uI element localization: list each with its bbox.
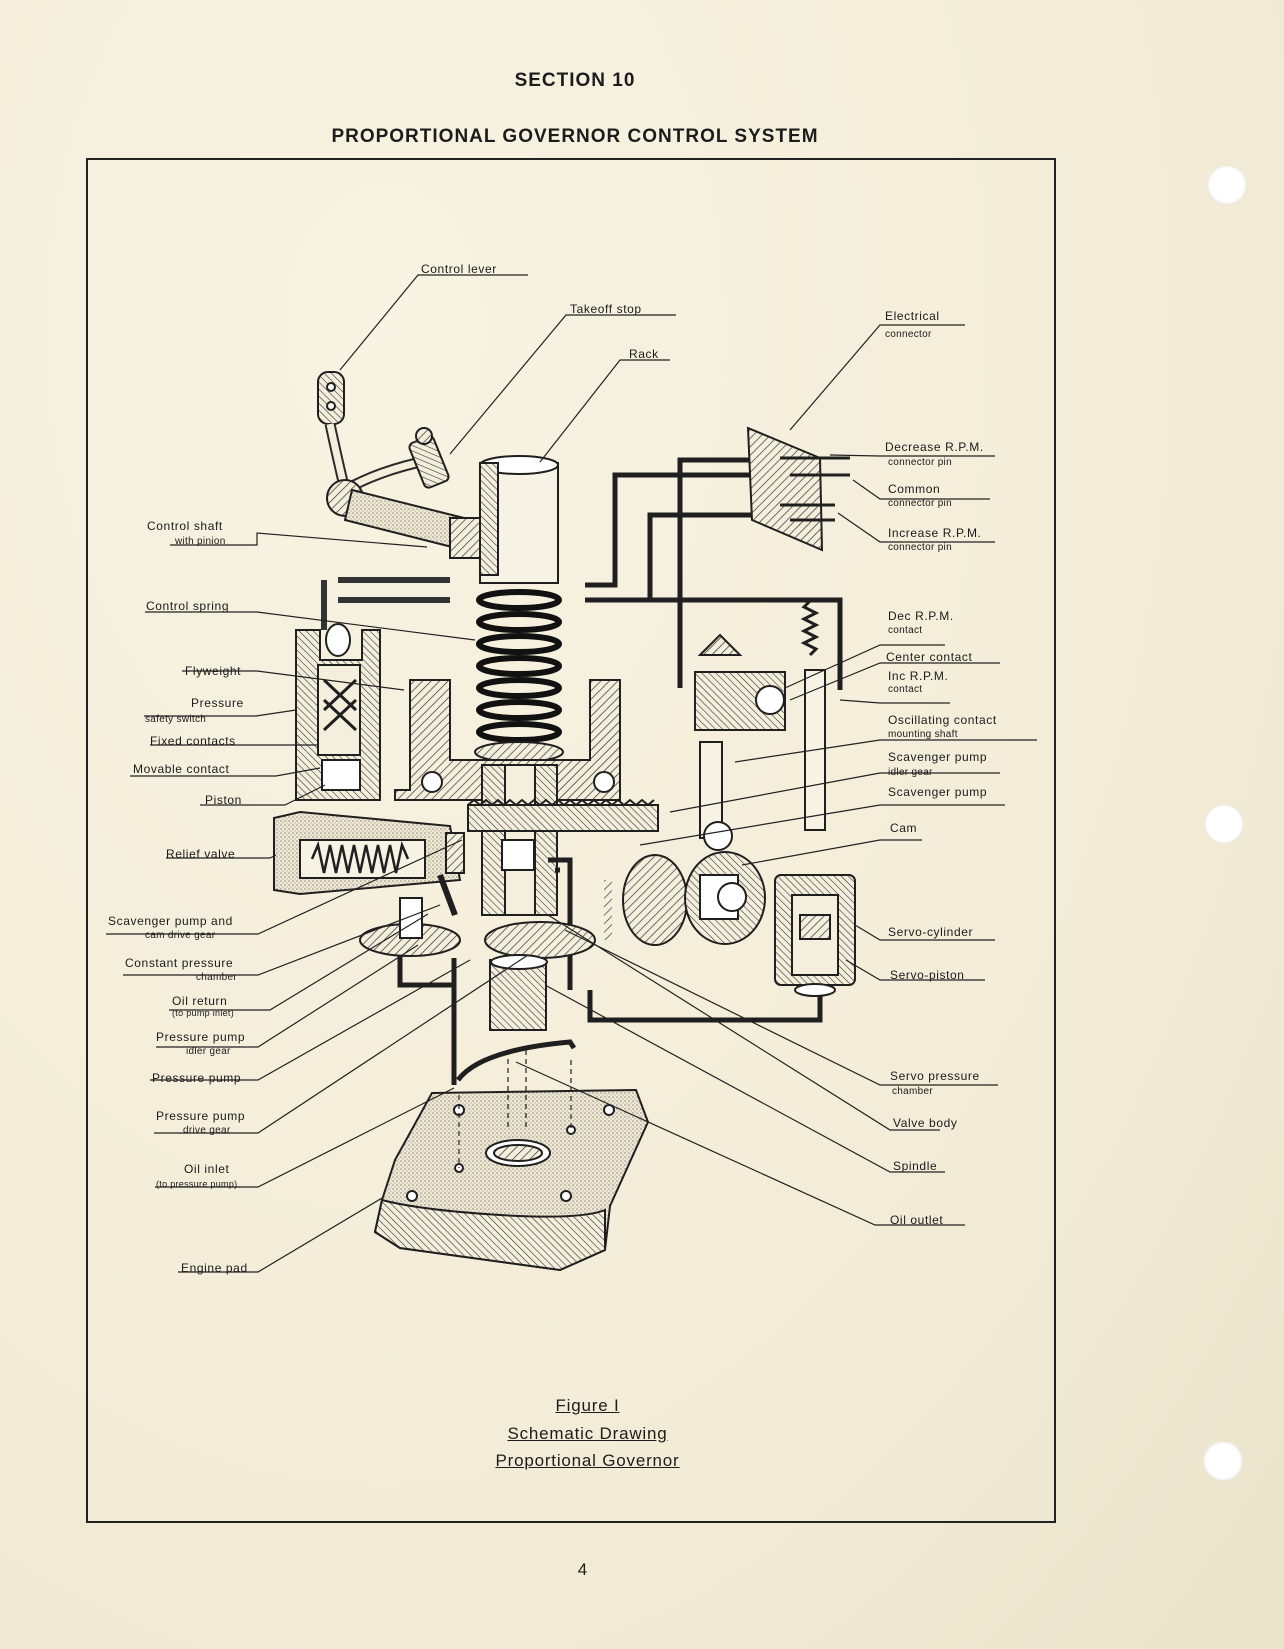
- label-fixed-contacts: Fixed contacts: [150, 734, 236, 748]
- pressure-safety-switch-part: [295, 577, 450, 801]
- scavenger-idler-gear-part: [467, 798, 659, 832]
- label-electrical-connector-2: connector: [885, 329, 932, 340]
- label-constant-pressure-1: Constant pressure: [125, 956, 233, 970]
- figure-frame: [86, 158, 1056, 1523]
- punch-hole-top: [1207, 165, 1247, 205]
- label-oscillating-2: mounting shaft: [888, 729, 958, 740]
- control-lever-part: [317, 371, 432, 517]
- label-pressure-safety-2: safety switch: [145, 714, 206, 725]
- label-servo-piston: Servo-piston: [890, 968, 965, 982]
- label-scav-idler-1: Scavenger pump: [888, 750, 987, 764]
- label-common-2: connector pin: [888, 498, 952, 509]
- label-decrease-rpm-1: Decrease R.P.M.: [885, 440, 984, 454]
- punch-hole-middle: [1204, 804, 1244, 844]
- label-control-shaft-2: with pinion: [174, 536, 226, 547]
- label-scavenger-pump: Scavenger pump: [888, 785, 987, 799]
- label-pressure-drive-2: drive gear: [183, 1125, 231, 1136]
- label-inc-rpm-contact-2: contact: [888, 684, 922, 695]
- pressure-pump-gears-part: [359, 897, 596, 1031]
- label-rack: Rack: [629, 347, 659, 361]
- label-oil-outlet: Oil outlet: [890, 1213, 943, 1227]
- oil-pipes: [397, 457, 843, 1085]
- label-inc-rpm-contact-1: Inc R.P.M.: [888, 669, 948, 683]
- label-common-1: Common: [888, 482, 940, 496]
- label-center-contact: Center contact: [886, 650, 973, 664]
- oscillating-contact-part: [694, 633, 786, 851]
- label-spindle: Spindle: [893, 1159, 937, 1173]
- label-pressure-safety-1: Pressure: [191, 696, 244, 710]
- label-increase-rpm-1: Increase R.P.M.: [888, 526, 981, 540]
- callout-labels: Control lever Takeoff stop Rack Electric…: [108, 262, 997, 1275]
- label-pressure-drive-1: Pressure pump: [156, 1109, 245, 1123]
- label-pressure-pump: Pressure pump: [152, 1071, 241, 1085]
- label-scav-idler-2: idler gear: [888, 767, 933, 778]
- control-shaft-part: [343, 488, 496, 559]
- label-piston: Piston: [205, 793, 242, 807]
- label-increase-rpm-2: connector pin: [888, 542, 952, 553]
- label-electrical-connector-1: Electrical: [885, 309, 940, 323]
- rack-tube-part: [479, 455, 559, 584]
- takeoff-stop-part: [408, 427, 450, 489]
- label-servo-pressure-2: chamber: [892, 1086, 933, 1097]
- label-constant-pressure-2: chamber: [196, 972, 237, 983]
- label-oil-return-1: Oil return: [172, 994, 227, 1008]
- label-servo-cylinder: Servo-cylinder: [888, 925, 973, 939]
- label-pressure-idler-2: idler gear: [186, 1046, 231, 1057]
- figure-caption-line-1: Schematic Drawing: [507, 1424, 668, 1443]
- mechanism: [273, 371, 856, 1272]
- label-relief-valve: Relief valve: [166, 847, 235, 861]
- label-pressure-idler-1: Pressure pump: [156, 1030, 245, 1044]
- electrical-connector-part: [746, 426, 850, 552]
- label-scavenger-cam-2: cam drive gear: [145, 930, 216, 941]
- document-title: PROPORTIONAL GOVERNOR CONTROL SYSTEM: [331, 126, 819, 147]
- flyweight-housing-part: [394, 679, 621, 801]
- label-flyweight: Flyweight: [185, 664, 241, 678]
- figure-caption-number: Figure I: [555, 1396, 620, 1415]
- label-movable-contact: Movable contact: [133, 762, 229, 776]
- control-spring-part: [476, 589, 562, 743]
- label-decrease-rpm-2: connector pin: [888, 457, 952, 468]
- label-scavenger-cam-1: Scavenger pump and: [108, 914, 233, 928]
- label-cam: Cam: [890, 821, 917, 835]
- label-control-shaft-1: Control shaft: [147, 519, 223, 533]
- label-control-lever: Control lever: [421, 262, 497, 276]
- servo-cylinder-part: [774, 599, 856, 997]
- label-takeoff-stop: Takeoff stop: [570, 302, 642, 316]
- label-control-spring: Control spring: [146, 599, 229, 613]
- figure-caption-line-2: Proportional Governor: [495, 1451, 680, 1470]
- label-dec-rpm-contact-2: contact: [888, 625, 922, 636]
- leader-lines: [106, 274, 1037, 1273]
- page-number: 4: [577, 1560, 588, 1579]
- scavenger-pump-part: [604, 851, 766, 946]
- valve-body-part: [481, 764, 573, 990]
- label-oil-inlet-1: Oil inlet: [184, 1162, 229, 1176]
- label-oscillating-1: Oscillating contact: [888, 713, 997, 727]
- label-engine-pad: Engine pad: [181, 1261, 248, 1275]
- label-oil-return-2: (to pump inlet): [172, 1008, 234, 1018]
- label-valve-body: Valve body: [893, 1116, 957, 1130]
- label-servo-pressure-1: Servo pressure: [890, 1069, 980, 1083]
- section-heading: SECTION 10: [514, 70, 636, 91]
- engine-pad-part: [373, 1050, 650, 1272]
- label-dec-rpm-contact-1: Dec R.P.M.: [888, 609, 954, 623]
- label-oil-inlet-2: (to pressure pump): [156, 1179, 237, 1189]
- punch-hole-bottom: [1203, 1441, 1243, 1481]
- relief-valve-part: [273, 810, 465, 917]
